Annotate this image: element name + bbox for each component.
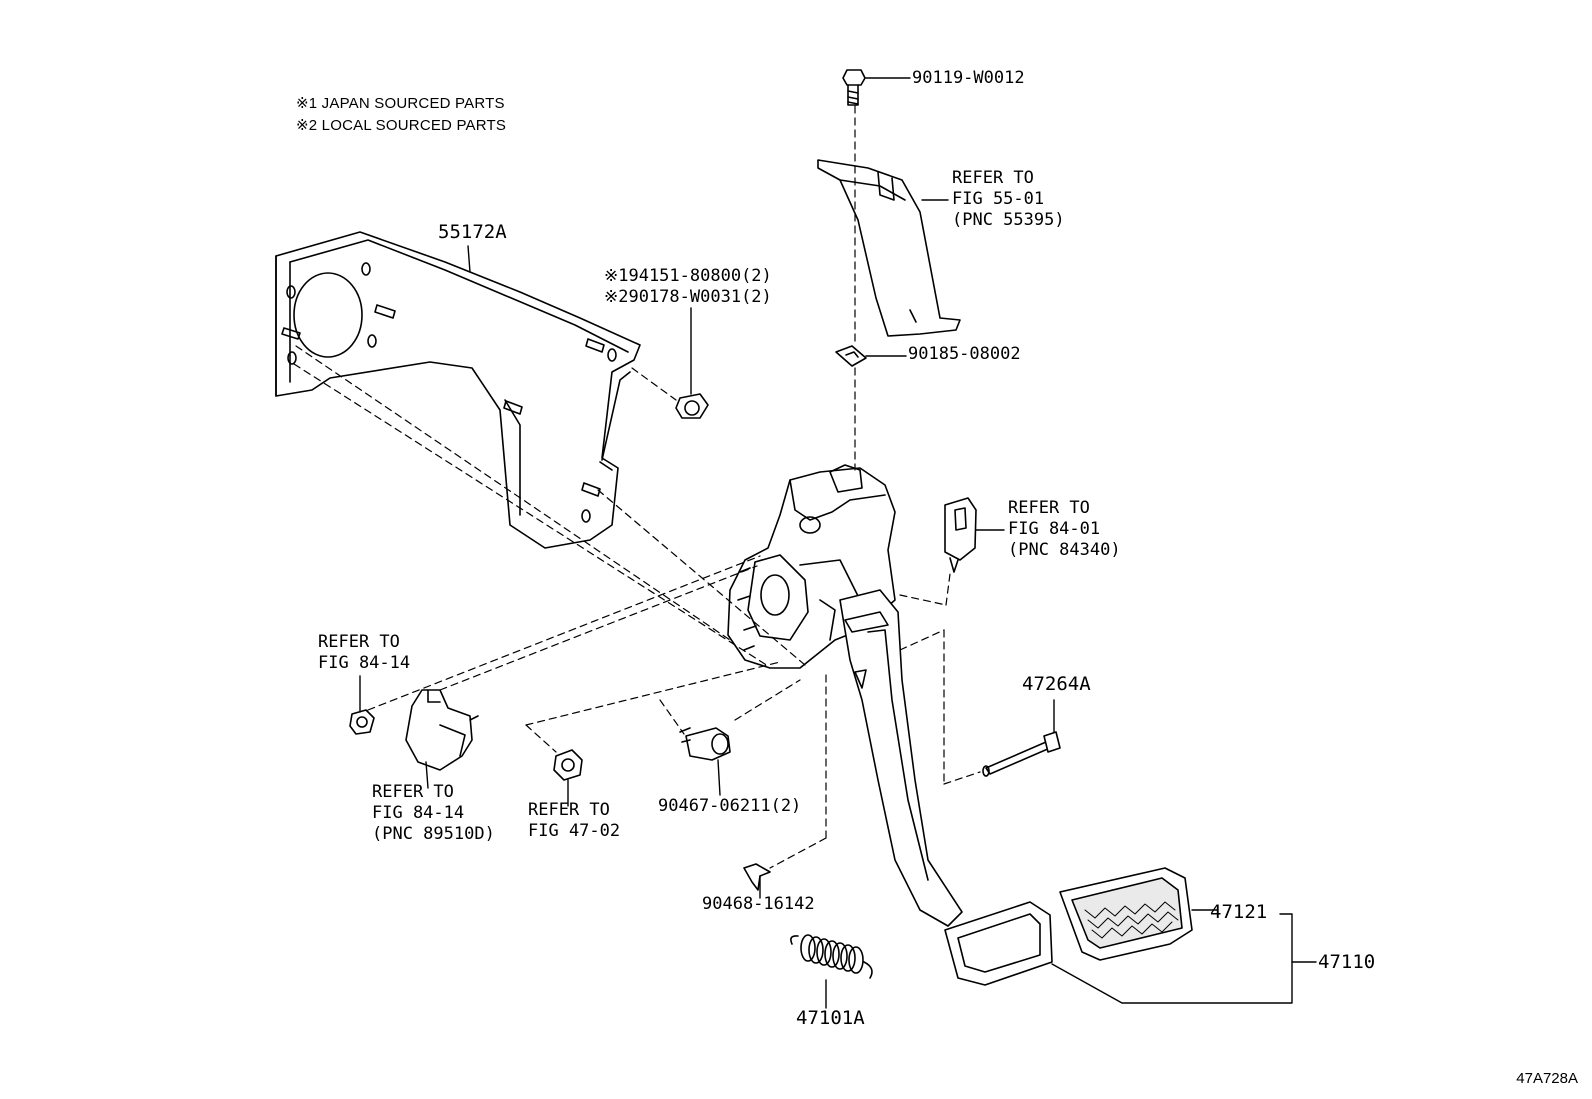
refer-pnc: (PNC 84340)	[1008, 540, 1121, 560]
label-refer-fig-55-01: REFER TO FIG 55-01 (PNC 55395)	[952, 168, 1065, 231]
return-spring	[791, 935, 872, 978]
label-55172a: 55172A	[438, 221, 507, 243]
brake-pedal-arm	[840, 590, 962, 926]
refer-line: REFER TO	[1008, 498, 1090, 518]
refer-line: REFER TO	[318, 632, 400, 652]
upper-bracket	[818, 160, 960, 336]
pedal-support-bracket	[276, 232, 640, 548]
refer-pnc: (PNC 55395)	[952, 210, 1065, 230]
note-local-sourced: ※2 LOCAL SOURCED PARTS	[296, 117, 507, 134]
label-90119-w0012: 90119-W0012	[912, 68, 1025, 88]
cushion-stopper	[680, 728, 730, 760]
refer-line: REFER TO	[372, 782, 454, 802]
stop-lamp-switch	[945, 498, 976, 572]
label-47264a: 47264A	[1022, 673, 1091, 695]
nut-middle	[554, 750, 582, 780]
label-refer-fig-84-14-nut: REFER TO FIG 84-14	[318, 632, 410, 674]
nut-right	[676, 394, 708, 418]
label-90467-06211: 90467-06211(2)	[658, 796, 802, 816]
label-refer-fig-84-14-sensor: REFER TO FIG 84-14 (PNC 89510D)	[372, 782, 495, 845]
note-japan-sourced: ※1 JAPAN SOURCED PARTS	[296, 95, 505, 112]
label-refer-fig-84-01: REFER TO FIG 84-01 (PNC 84340)	[1008, 498, 1121, 561]
refer-fig: FIG 84-14	[372, 803, 465, 823]
pedal-pad	[1060, 868, 1192, 960]
figure-code: 47A728A	[1516, 1070, 1578, 1087]
bolt-90119	[843, 70, 865, 105]
assembly-lines	[294, 106, 980, 868]
refer-fig: FIG 84-14	[318, 653, 411, 673]
refer-fig: FIG 55-01	[952, 189, 1045, 209]
label-refer-fig-47-02: REFER TO FIG 47-02	[528, 800, 620, 842]
nut-left	[350, 710, 374, 734]
pedal-position-sensor	[406, 690, 478, 770]
clip-90185	[836, 346, 866, 366]
stud-bolts	[282, 305, 604, 496]
label-nut-alternatives: ※194151-80800(2) ※290178-W0031(2)	[604, 266, 772, 308]
label-47101a: 47101A	[796, 1007, 865, 1029]
refer-pnc: (PNC 89510D)	[372, 824, 495, 844]
clip-90468	[744, 864, 770, 890]
nut-alt-local: ※290178-W0031(2)	[604, 287, 772, 307]
label-90185-08002: 90185-08002	[908, 344, 1021, 364]
label-90468-16142: 90468-16142	[702, 894, 815, 914]
label-47121: 47121	[1210, 901, 1268, 923]
pedal-foot-plate	[945, 902, 1052, 985]
leader-lines	[360, 78, 1316, 1008]
refer-line: REFER TO	[528, 800, 610, 820]
label-47110: 47110	[1318, 951, 1376, 973]
pedal-pin	[983, 732, 1060, 776]
nut-alt-japan: ※194151-80800(2)	[604, 266, 772, 286]
refer-fig: FIG 84-01	[1008, 519, 1101, 539]
refer-fig: FIG 47-02	[528, 821, 621, 841]
refer-line: REFER TO	[952, 168, 1034, 188]
